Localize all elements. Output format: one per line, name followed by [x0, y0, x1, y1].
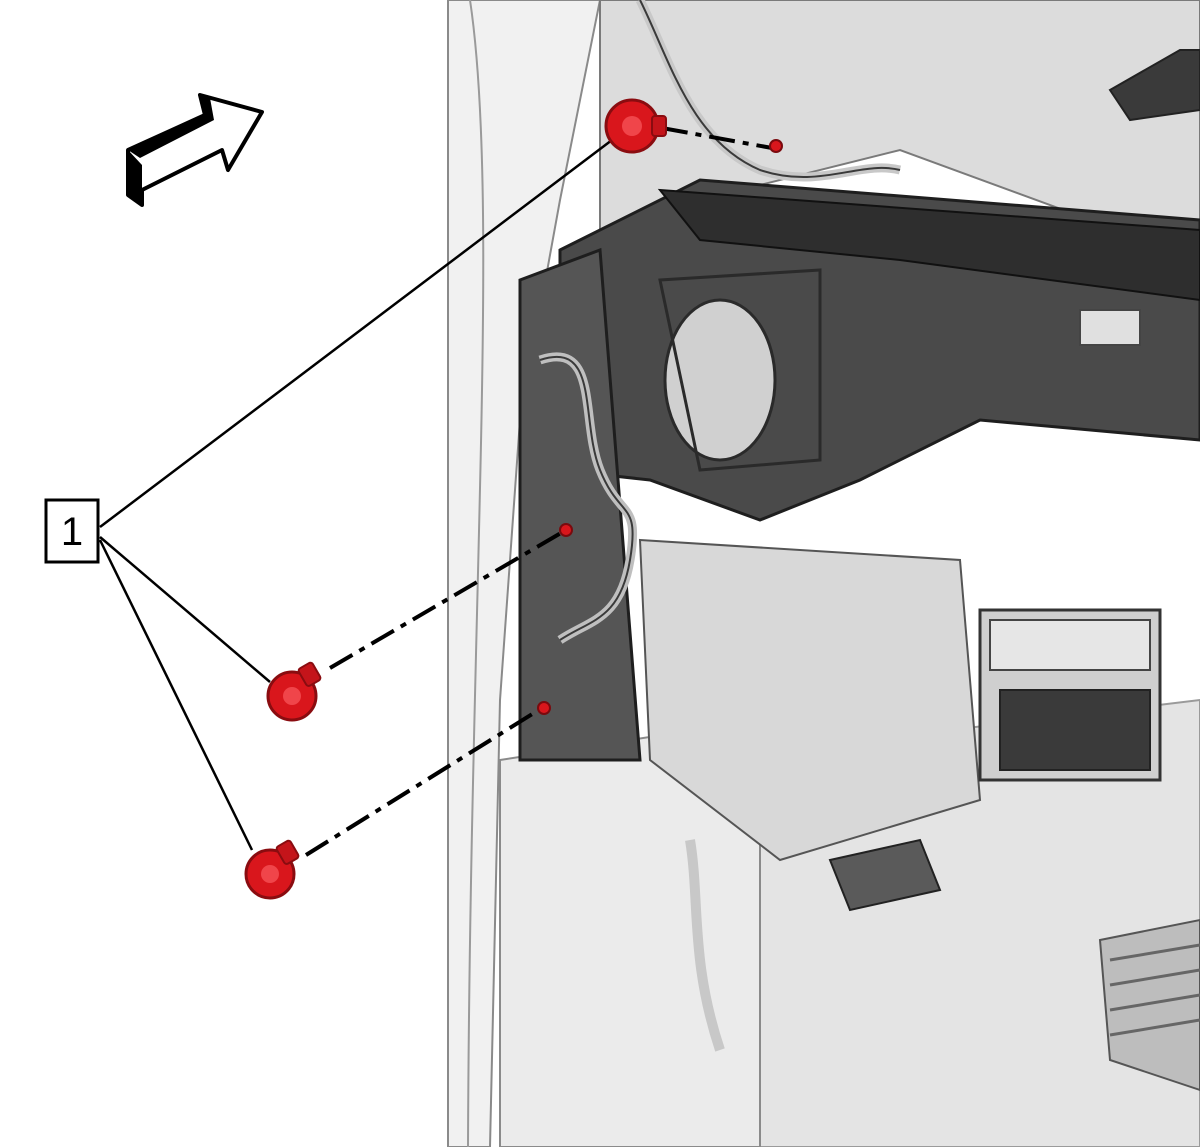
pedal-ribs [1109, 943, 1200, 1037]
connector-top [1079, 309, 1141, 346]
pillar-edge [467, 0, 485, 1147]
mounting-hole-bottom [537, 701, 551, 715]
instrument-panel-assembly [518, 0, 1200, 1052]
install-path-middle [328, 528, 568, 670]
upper-duct [657, 188, 1200, 302]
callout-box [44, 498, 100, 564]
mounting-hole-middle [559, 523, 573, 537]
callout-label: 1 [61, 510, 83, 554]
leader-lines [98, 139, 613, 851]
wiring-harness-top-outline [639, 0, 901, 178]
mounting-holes [537, 139, 783, 715]
module-bracket [989, 619, 1151, 671]
wiring-harness-left-outline [539, 356, 634, 641]
install-path-top [661, 126, 773, 150]
arrow-forward-icon [126, 93, 264, 207]
mounting-hole-top [769, 139, 783, 153]
leader-line-top [99, 139, 613, 528]
blower-opening [663, 298, 777, 462]
door-pillar [447, 0, 602, 1147]
vehicle-interior [447, 0, 1200, 1147]
fastener-middle [266, 661, 322, 722]
wiring-harness-lower [685, 839, 725, 1052]
callout-1: 1 [44, 498, 100, 564]
install-path-bottom [304, 706, 544, 857]
bolt-icon [244, 98, 667, 900]
blower-housing [658, 268, 822, 472]
lower-center-structure [638, 538, 982, 862]
fastener-top [604, 98, 667, 154]
switch-pad [828, 838, 942, 912]
defroster-vent [1108, 49, 1200, 122]
accelerator-pedal [1098, 918, 1200, 1092]
install-paths [304, 126, 773, 857]
module-body [999, 689, 1151, 771]
fastener-bottom [244, 839, 300, 900]
leader-line-middle [99, 536, 271, 683]
side-bracket [518, 247, 642, 762]
leader-line-bottom [98, 539, 254, 851]
